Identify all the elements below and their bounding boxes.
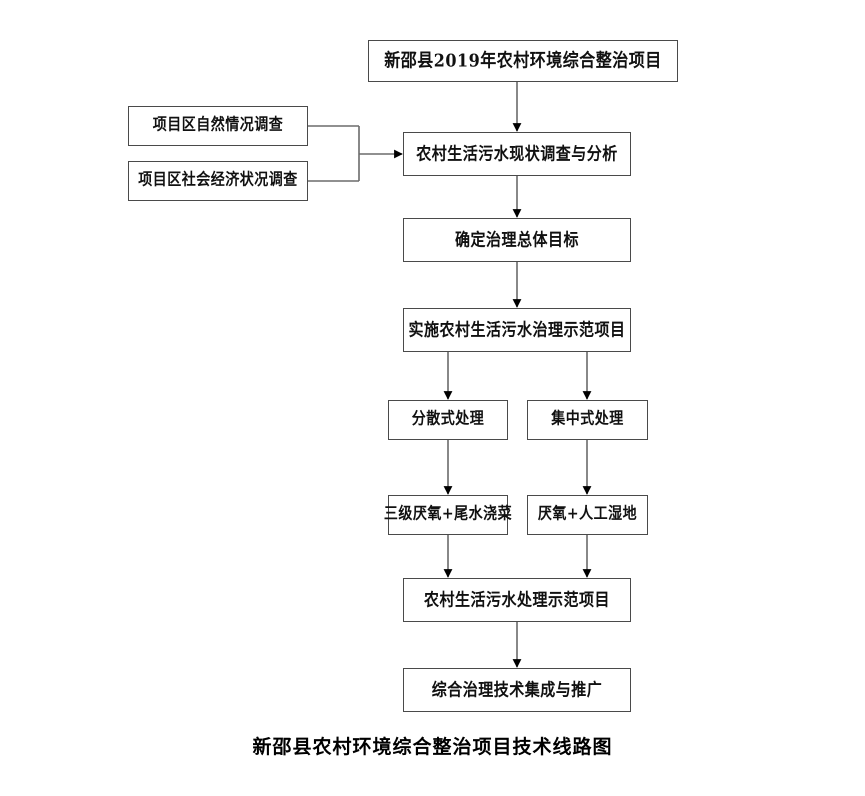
node-sewage-status-analysis-label: 农村生活污水现状调查与分析 bbox=[416, 143, 618, 164]
node-overall-goal[interactable]: 确定治理总体目标 bbox=[403, 218, 631, 262]
node-anaerobic-wetland-label: 厌氧+人工湿地 bbox=[537, 505, 638, 524]
node-three-stage-anaerobic[interactable]: 三级厌氧+尾水浇菜 bbox=[384, 495, 512, 535]
node-project-title[interactable]: 新邵县2019年农村环境综合整治项目 bbox=[368, 40, 678, 82]
node-natural-survey[interactable]: 项目区自然情况调查 bbox=[128, 106, 308, 146]
node-technology-integration-promotion-label: 综合治理技术集成与推广 bbox=[431, 679, 603, 700]
node-centralized-treatment-label: 集中式处理 bbox=[551, 410, 624, 429]
node-overall-goal-label: 确定治理总体目标 bbox=[454, 229, 579, 250]
node-implement-demo-project-label: 实施农村生活污水治理示范项目 bbox=[408, 319, 626, 340]
node-implement-demo-project[interactable]: 实施农村生活污水治理示范项目 bbox=[403, 308, 631, 352]
node-project-title-label: 新邵县2019年农村环境综合整治项目 bbox=[384, 50, 662, 72]
node-social-economic-survey-label: 项目区社会经济状况调查 bbox=[138, 171, 298, 190]
node-decentralized-treatment-label: 分散式处理 bbox=[411, 410, 485, 429]
node-sewage-status-analysis[interactable]: 农村生活污水现状调查与分析 bbox=[403, 132, 631, 176]
node-technology-integration-promotion[interactable]: 综合治理技术集成与推广 bbox=[403, 668, 631, 712]
node-social-economic-survey[interactable]: 项目区社会经济状况调查 bbox=[128, 161, 308, 201]
node-natural-survey-label: 项目区自然情况调查 bbox=[152, 116, 284, 135]
node-three-stage-anaerobic-label: 三级厌氧+尾水浇菜 bbox=[383, 505, 513, 524]
node-sewage-treatment-demo[interactable]: 农村生活污水处理示范项目 bbox=[403, 578, 631, 622]
node-sewage-treatment-demo-label: 农村生活污水处理示范项目 bbox=[423, 589, 610, 610]
figure-caption: 新邵县农村环境综合整治项目技术线路图 bbox=[252, 736, 613, 758]
node-anaerobic-wetland[interactable]: 厌氧+人工湿地 bbox=[527, 495, 648, 535]
node-centralized-treatment[interactable]: 集中式处理 bbox=[527, 400, 648, 440]
node-decentralized-treatment[interactable]: 分散式处理 bbox=[388, 400, 508, 440]
